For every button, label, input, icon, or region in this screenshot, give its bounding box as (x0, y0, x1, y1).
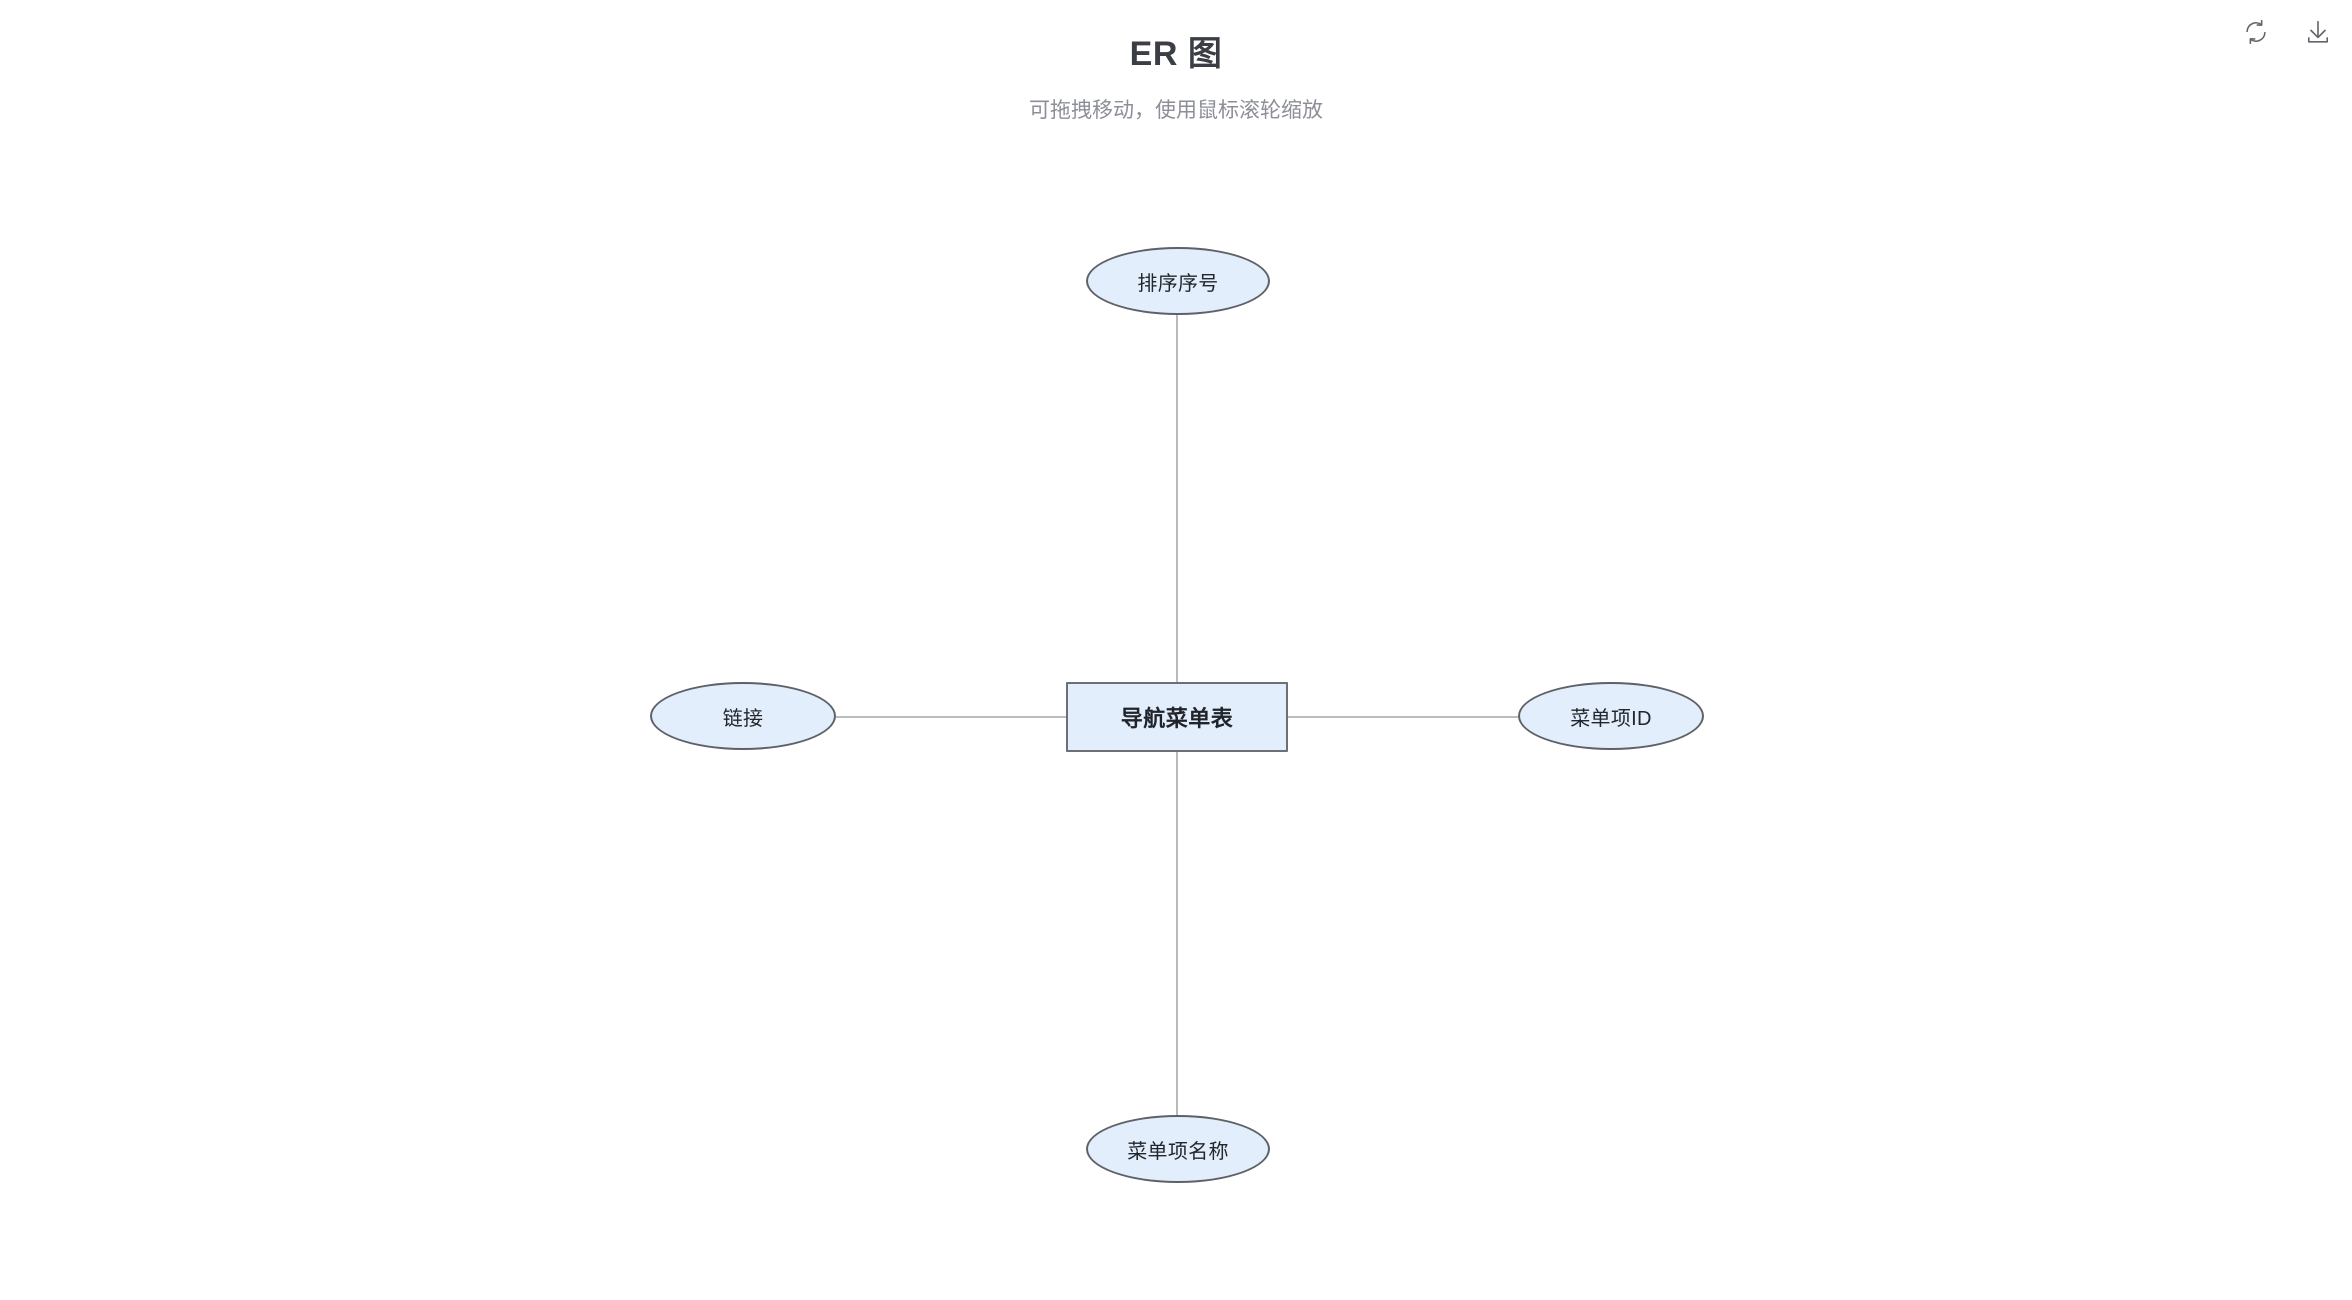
attribute-node-attr-link[interactable]: 链接 (650, 682, 836, 750)
page-header: ER 图 可拖拽移动，使用鼠标滚轮缩放 (0, 0, 2352, 150)
refresh-icon (2243, 19, 2269, 45)
node-label: 链接 (722, 707, 764, 730)
diagram-canvas[interactable]: 排序序号链接 菜单项ID 菜单项名称 导航菜单表 (0, 150, 2352, 1300)
attribute-node-attr-menu-item-name[interactable]: 菜单项名称 (1086, 1115, 1270, 1183)
toolbar (2236, 12, 2338, 52)
node-label: 排序序号 (1137, 272, 1219, 295)
refresh-button[interactable] (2236, 12, 2276, 52)
entity-node-entity-nav-menu-table[interactable]: 导航菜单表 (1066, 682, 1288, 752)
node-label: 菜单项ID (1570, 707, 1652, 730)
download-icon (2305, 19, 2331, 45)
node-label: 菜单项名称 (1127, 1140, 1229, 1163)
edges-layer (836, 315, 1518, 1115)
page-title: ER 图 (1129, 35, 1223, 73)
page-subtitle-hint: 可拖拽移动，使用鼠标滚轮缩放 (1029, 99, 1323, 122)
attribute-node-attr-sort-order[interactable]: 排序序号 (1086, 247, 1270, 315)
attribute-node-attr-menu-item-id[interactable]: 菜单项ID (1518, 682, 1704, 750)
node-label: 导航菜单表 (1120, 706, 1234, 731)
download-button[interactable] (2298, 12, 2338, 52)
